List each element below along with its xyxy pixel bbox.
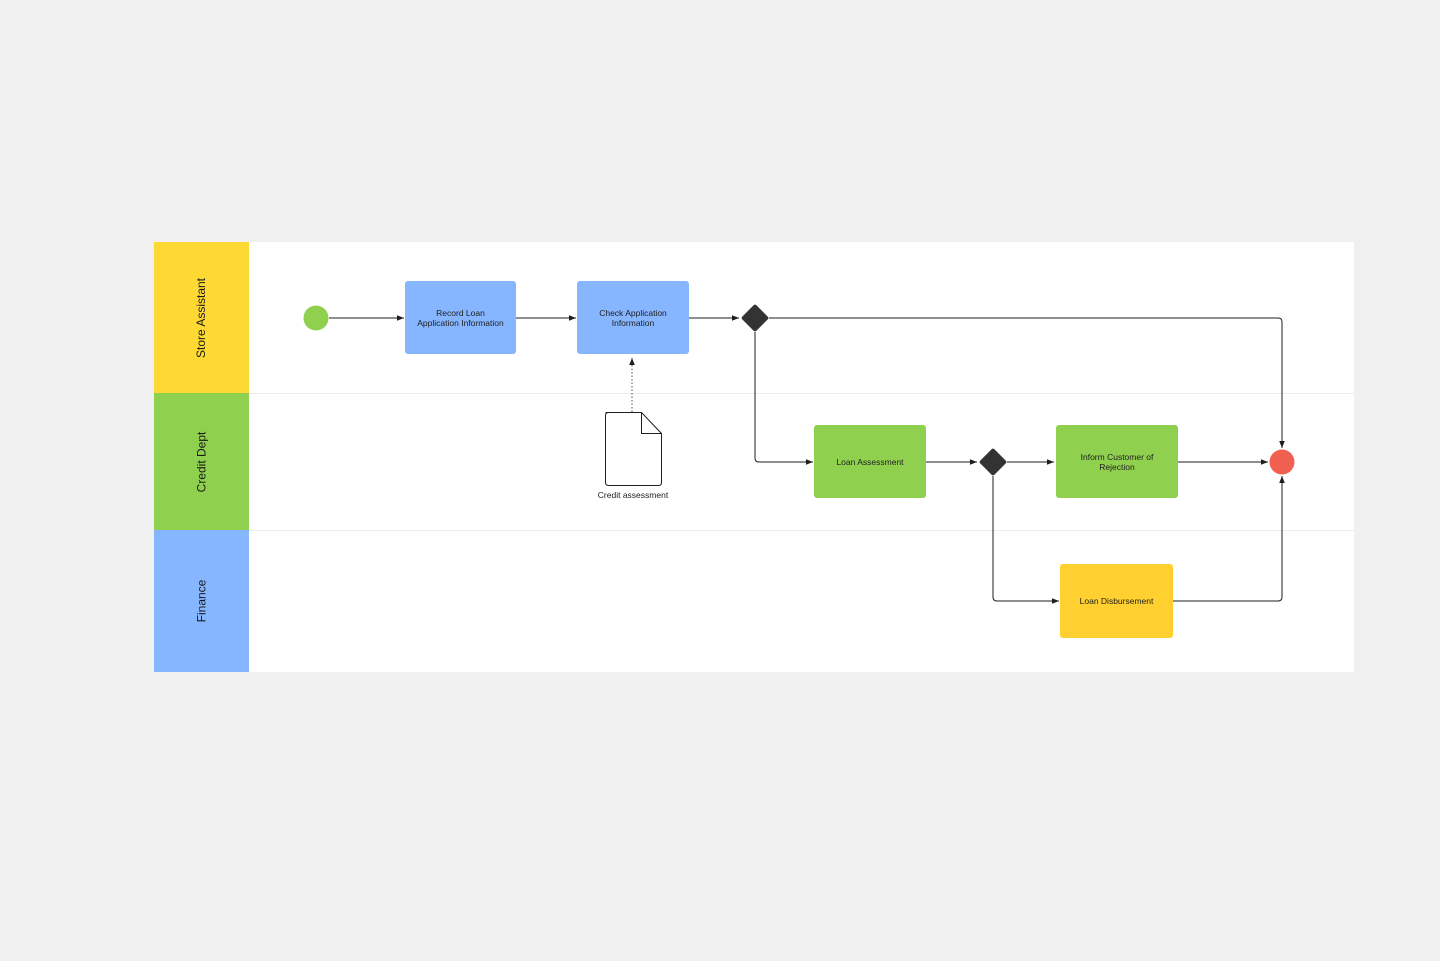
document-fold bbox=[641, 412, 662, 434]
lane-header-finance[interactable]: Finance bbox=[154, 530, 249, 672]
gateway-2[interactable] bbox=[979, 448, 1007, 476]
task-inform-rejection[interactable]: Inform Customer of Rejection bbox=[1056, 425, 1178, 498]
task-check-application[interactable]: Check Application Information bbox=[577, 281, 689, 354]
document-icon[interactable] bbox=[605, 412, 662, 486]
start-event[interactable] bbox=[303, 305, 329, 331]
task-loan-disbursement[interactable]: Loan Disbursement bbox=[1060, 564, 1173, 638]
lane-header-store-assistant[interactable]: Store Assistant bbox=[154, 242, 249, 393]
document-label: Credit assessment bbox=[597, 490, 669, 500]
task-label: Check Application Information bbox=[599, 307, 667, 328]
end-event[interactable] bbox=[1269, 449, 1295, 475]
flow-gateway2-to-disbursement[interactable] bbox=[992, 476, 1059, 604]
task-label: Loan Disbursement bbox=[1079, 596, 1154, 606]
lane-header-credit-dept[interactable]: Credit Dept bbox=[154, 393, 249, 530]
task-record-loan[interactable]: Record Loan Application Information bbox=[405, 281, 516, 354]
swimlane-diagram: Store Assistant Credit Dept Finance bbox=[154, 242, 1354, 672]
flow-disbursement-to-end[interactable] bbox=[1173, 476, 1285, 602]
connectors bbox=[303, 304, 1295, 604]
gateway-1[interactable] bbox=[741, 304, 769, 332]
flow-gateway1-to-end[interactable] bbox=[769, 317, 1285, 448]
task-loan-assessment[interactable]: Loan Assessment bbox=[814, 425, 926, 498]
lane-divider bbox=[249, 530, 1354, 531]
lane-divider bbox=[249, 393, 1354, 394]
task-label: Loan Assessment bbox=[836, 456, 904, 467]
flow-gateway1-to-assessment[interactable] bbox=[754, 332, 813, 465]
task-label: Inform Customer of Rejection bbox=[1080, 451, 1154, 472]
task-label: Record Loan Application Information bbox=[417, 307, 504, 328]
